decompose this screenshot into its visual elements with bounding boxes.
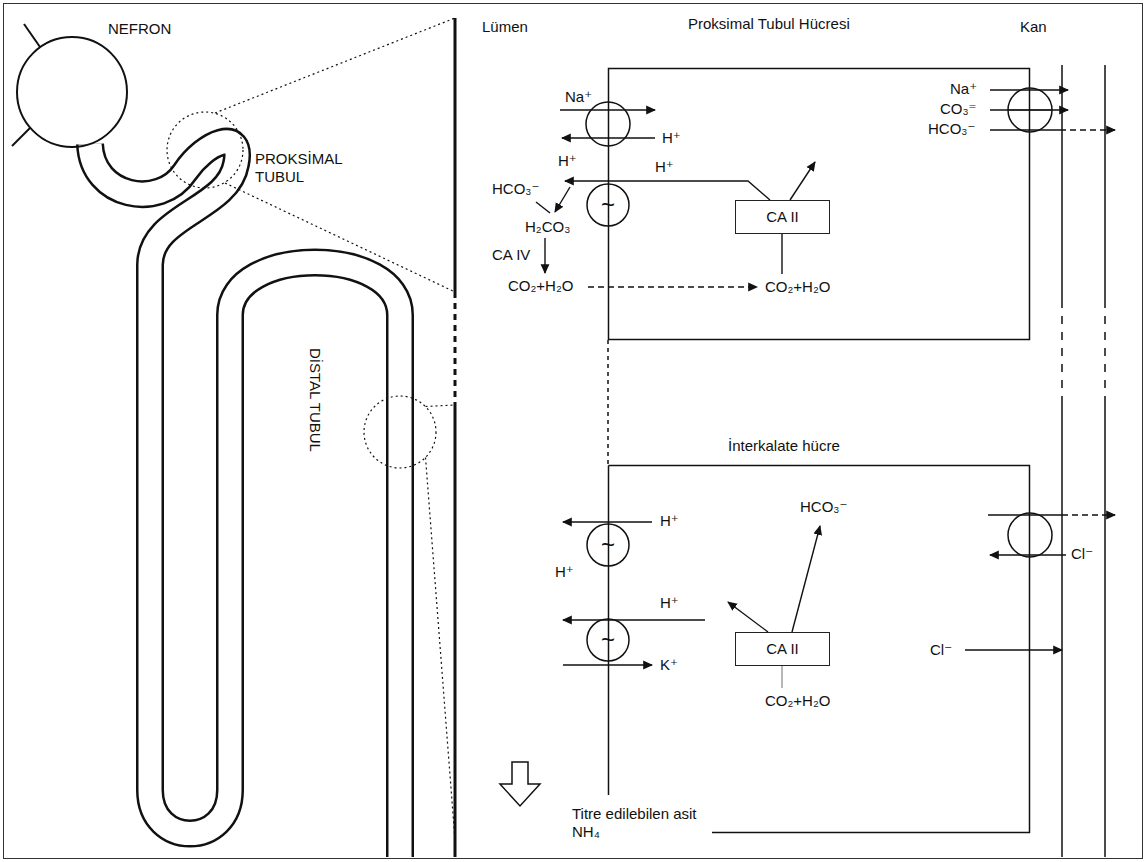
ion-arrow (563, 619, 705, 620)
lumen-border (454, 18, 457, 292)
molecule-label: CO₂+H₂O (765, 278, 830, 296)
molecule-label: CO₂+H₂O (508, 277, 573, 295)
reaction-line (781, 234, 782, 274)
pump-symbol-text: ~ (586, 523, 630, 567)
ion-label: H⁺ (558, 152, 577, 170)
segment-label: DİSTAL TUBUL (306, 348, 324, 452)
ion-label: H⁺ (655, 158, 674, 176)
tubule-lumen (90, 142, 400, 857)
block-arrow (500, 762, 540, 806)
molecule-label: CO₂+H₂O (765, 692, 830, 710)
region-label: Lümen (482, 18, 528, 36)
ion-arrow (560, 109, 655, 110)
zoom-line (426, 405, 456, 407)
enzyme-name: CA II (766, 208, 799, 226)
enzyme-label: CA IV (492, 246, 530, 264)
figure-frame (4, 4, 1143, 859)
pump-symbol-text: ~ (586, 183, 630, 227)
reaction-arrow (792, 526, 820, 632)
ion-arrow (565, 181, 770, 200)
ion-label: Cl⁻ (930, 641, 952, 659)
nephron-illustration (12, 18, 455, 857)
reaction-arrow (555, 187, 570, 212)
membranes (455, 18, 1105, 857)
pump-circle (587, 619, 629, 661)
vessel-wall (1104, 300, 1106, 400)
vessel-wall (1061, 400, 1063, 857)
zoom-line (215, 18, 455, 113)
zoom-line (426, 458, 456, 841)
ion-label: Na⁺ (950, 80, 977, 98)
ion-arrow (1062, 514, 1115, 515)
reaction-arrow (544, 238, 545, 273)
reaction-line (536, 202, 550, 213)
diffusion-arrow (588, 286, 757, 287)
reaction-line (781, 666, 782, 688)
cell-membrane (609, 69, 1030, 340)
pump-circle (587, 184, 629, 226)
lumen-border (454, 405, 457, 857)
ion-arrow (990, 554, 1066, 555)
tubule-wall (90, 142, 400, 857)
pump-symbol: ~ (586, 618, 630, 662)
vessel-wall (1061, 65, 1063, 300)
enzyme-box: CA II (735, 200, 830, 234)
ion-arrow (965, 649, 1062, 650)
ion-label: HCO₃⁻ (928, 120, 975, 138)
region-label: Kan (1020, 18, 1047, 36)
pump-symbol: ~ (586, 183, 630, 227)
ion-arrow (988, 514, 1062, 515)
molecule-label: H₂CO₃ (525, 218, 570, 236)
segment-label: PROKSİMAL TUBUL (255, 150, 367, 186)
pump-symbol-text: ~ (586, 618, 630, 662)
ion-label: H⁺ (662, 129, 681, 147)
ion-arrow (1060, 129, 1115, 130)
glomerulus (17, 37, 127, 147)
pump-symbol: ~ (586, 523, 630, 567)
ion-label: H⁺ (660, 512, 679, 530)
apical-membrane (607, 340, 609, 465)
ion-label: Na⁺ (565, 88, 592, 106)
ion-label: H⁺ (555, 563, 574, 581)
zoom-circle (364, 396, 436, 468)
ion-label: H⁺ (660, 594, 679, 612)
transport-arrows (500, 88, 1115, 806)
ion-arrow (563, 521, 652, 522)
vessel-wall (1104, 65, 1106, 300)
vessel-wall (1061, 300, 1063, 400)
enzyme-box: CA II (735, 632, 830, 666)
ion-label: K⁺ (660, 656, 678, 674)
afferent-vessel (24, 24, 40, 47)
pump-circle (587, 524, 629, 566)
enzyme-name: CA II (766, 640, 799, 658)
note: Titre edilebilen asit NH₄ (572, 805, 724, 841)
efferent-vessel (12, 128, 30, 146)
ion-label: Cl⁻ (1071, 545, 1093, 563)
zoom-circle (167, 112, 243, 188)
cell-heading: İnterkalate hücre (728, 437, 840, 455)
vessel-wall (1104, 400, 1106, 857)
organ-title: NEFRON (108, 20, 171, 38)
ion-label: HCO₃⁻ (800, 498, 847, 516)
zoom-line (225, 183, 455, 292)
cell-membrane (609, 466, 1030, 833)
reaction-arrow (790, 162, 815, 200)
cell-heading: Proksimal Tubul Hücresi (688, 15, 850, 33)
ion-label: CO₃⁼ (940, 100, 977, 118)
lumen-border (454, 292, 457, 405)
reaction-arrow (728, 602, 768, 632)
ion-arrow (563, 664, 652, 665)
ion-arrow (990, 129, 1060, 130)
cell-region: İnterkalate hücre CA II (608, 437, 1030, 833)
ion-label: HCO₃⁻ (492, 180, 539, 198)
